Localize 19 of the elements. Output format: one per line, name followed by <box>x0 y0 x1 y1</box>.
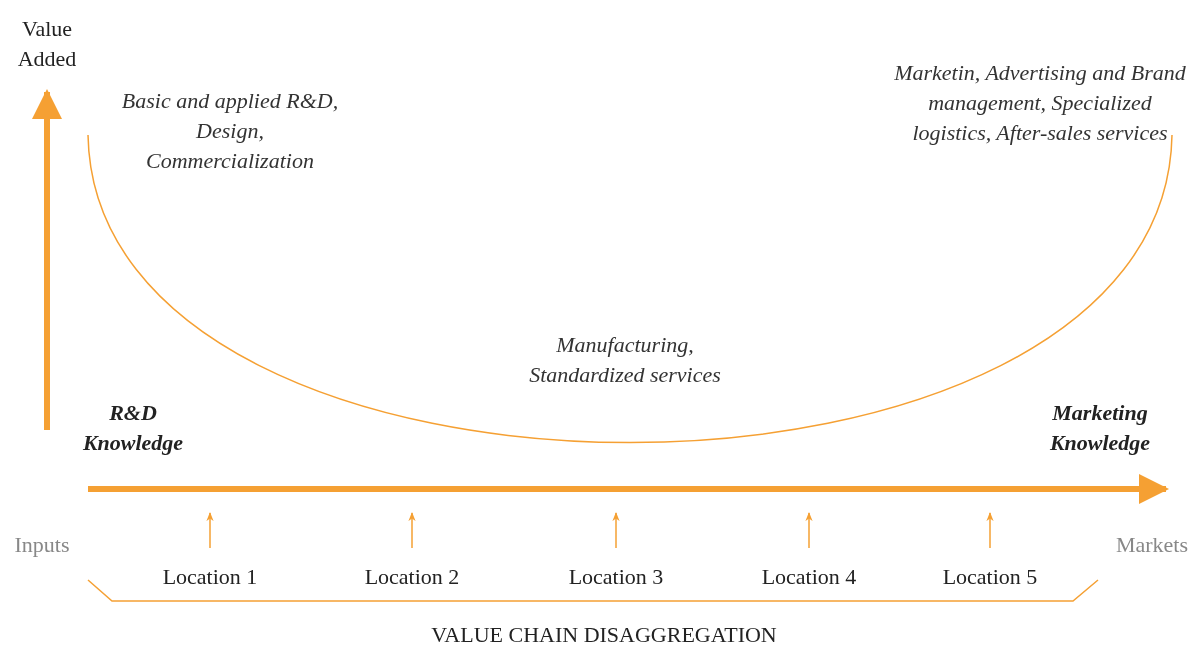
annotation: Basic and applied R&D, Design, Commercialization <box>120 87 340 175</box>
location-label: Location 5 <box>920 562 1060 592</box>
caption: VALUE CHAIN DISAGGREGATION <box>430 621 778 648</box>
axis-label: Value Added <box>16 15 78 73</box>
annotation: Marketing Knowledge <box>1048 399 1152 457</box>
location-label: Location 3 <box>546 562 686 592</box>
arrow <box>612 512 620 549</box>
axis-label: Markets <box>1114 531 1190 559</box>
annotation: Manufacturing, Standardized services <box>528 331 722 389</box>
arrow <box>206 512 214 549</box>
arrow <box>805 512 813 549</box>
axis-label: Inputs <box>13 531 71 559</box>
location-label: Location 1 <box>140 562 280 592</box>
arrow <box>408 512 416 549</box>
arrow <box>986 512 994 549</box>
location-label: Location 2 <box>342 562 482 592</box>
location-label: Location 4 <box>739 562 879 592</box>
annotation: Marketin, Advertising and Brand management, Specialized logistics, After-sales services <box>893 59 1187 147</box>
annotation: R&D Knowledge <box>81 399 185 457</box>
